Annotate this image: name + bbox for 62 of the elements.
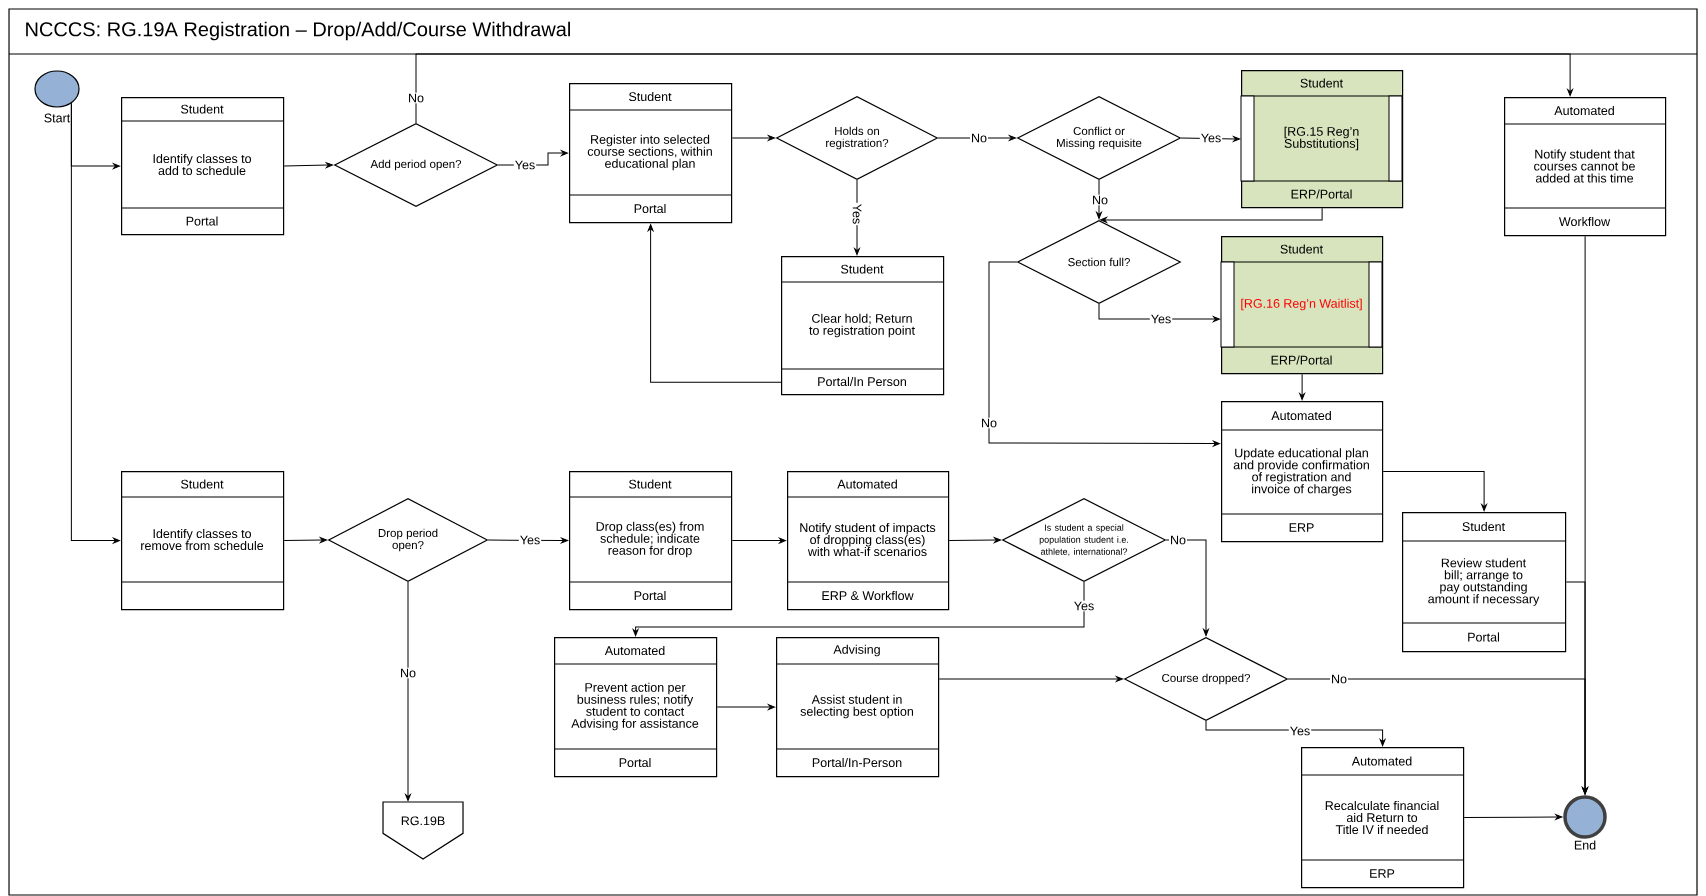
- subprocess-box: Student [RG.15 Reg’n Substitutions] ERP/Portal: [1240, 70, 1404, 209]
- edge-label: Yes: [1199, 132, 1223, 144]
- process-box: Student Identify classes to remove from schedule: [120, 471, 285, 611]
- process-box: Automated Prevent action per business rules; notify student to contact Advising for assistance Portal: [553, 637, 718, 778]
- subprocess-box: Student [RG.16 Reg’n Waitlist] ERP/Portal: [1220, 236, 1384, 375]
- process-box: Advising Assist student in selecting best option Portal/In-Person: [775, 637, 940, 778]
- arrow: [716, 704, 776, 710]
- arrow: [283, 162, 334, 169]
- arrow: [938, 676, 1124, 682]
- arrow: [283, 537, 328, 543]
- arrow: [1180, 136, 1241, 142]
- arrow: [854, 179, 860, 256]
- end-circle: [1563, 795, 1607, 839]
- arrow: [731, 537, 787, 544]
- process-box: Automated Update educational plan and provide confirmation of registration and invoice of charges ERP: [1220, 401, 1384, 543]
- edge-label: Yes: [1149, 313, 1173, 325]
- arrow: [1096, 179, 1102, 219]
- arrow: [1582, 235, 1588, 795]
- edge-label: No: [1169, 534, 1187, 546]
- arrow: [632, 581, 1085, 637]
- arrow: [731, 135, 776, 141]
- edge-label: No: [1330, 673, 1348, 685]
- edge-label: No: [970, 132, 988, 144]
- edge-label: Yes: [518, 534, 542, 546]
- node-caption: End: [1574, 840, 1596, 850]
- edge-label: Yes: [851, 202, 863, 226]
- arrow: [70, 102, 121, 544]
- arrow: [937, 135, 1017, 141]
- process-box: Automated Recalculate financial aid Return to Title IV if needed ERP: [1300, 747, 1465, 889]
- edge-label: Yes: [513, 159, 537, 171]
- arrow: [1299, 373, 1305, 401]
- arrow: [647, 224, 782, 383]
- arrow: [1099, 207, 1323, 223]
- arrow: [1287, 678, 1588, 795]
- edge-label: Yes: [1072, 600, 1096, 612]
- arrow: [1205, 720, 1386, 747]
- process-box: Student Identify classes to add to schedule Portal: [120, 97, 285, 236]
- arrow: [1463, 814, 1563, 820]
- edge-label: No: [407, 92, 425, 104]
- edge-label: No: [1091, 194, 1109, 206]
- arrow: [1382, 471, 1487, 512]
- arrow: [988, 261, 1221, 447]
- start-circle: [34, 70, 80, 108]
- arrow: [405, 581, 411, 802]
- arrow: [415, 53, 1573, 124]
- process-box: Student Register into selected course sections, within educational plan Portal: [568, 83, 733, 224]
- edge-label: Yes: [1288, 725, 1312, 737]
- edge-label: No: [980, 417, 998, 429]
- arrow: [948, 537, 1002, 543]
- process-box: Automated Notify student that courses cannot be added at this time Workflow: [1503, 97, 1667, 237]
- node-caption: Start: [44, 113, 71, 123]
- arrow: [497, 150, 569, 166]
- arrow: [1098, 303, 1221, 322]
- arrow: [1165, 539, 1209, 636]
- arrow: [487, 537, 569, 544]
- title: NCCCS: RG.19A Registration – Drop/Add/Course Withdrawal: [26, 21, 570, 41]
- process-box: Automated Notify student of impacts of dropping class(es) with what-if scenarios ERP & Workflow: [786, 471, 950, 611]
- edge-label: No: [399, 667, 417, 679]
- process-box: Student Clear hold; Return to registration point Portal/In Person: [780, 256, 945, 396]
- process-box: Student Review student bill; arrange to pay outstanding amount if necessary Portal: [1401, 512, 1567, 653]
- process-box: Student Drop class(es) from schedule; indicate reason for drop Portal: [568, 471, 733, 611]
- off-page-connector: RG.19B: [382, 801, 464, 860]
